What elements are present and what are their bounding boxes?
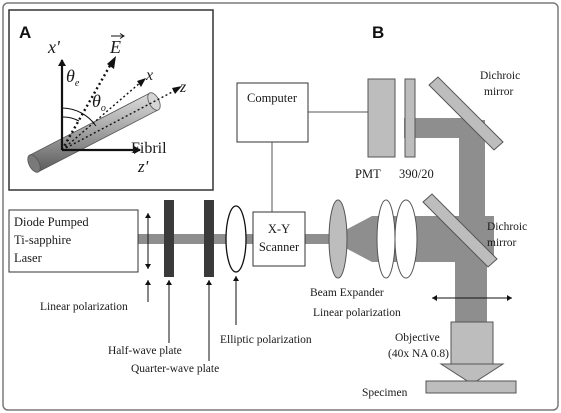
half-wave-label: Half-wave plate	[108, 345, 182, 357]
e-field-label: E	[109, 37, 121, 57]
linear-polarization-left-label: Linear polarization	[40, 301, 128, 313]
e-field-vector	[60, 61, 114, 151]
quarter-wave-label: Quarter-wave plate	[131, 363, 219, 375]
theta-o-arc	[61, 107, 97, 127]
dichroic-top-label-line1: Dichroic	[480, 70, 520, 82]
z-label: z	[179, 79, 187, 96]
computer: Computer	[236, 82, 309, 143]
e-field-overarrow-head	[119, 33, 125, 39]
objective-tip	[439, 363, 505, 385]
z-axis-arrowhead	[172, 86, 182, 94]
objective	[439, 321, 505, 385]
pmt-label: PMT	[355, 167, 381, 181]
pmt	[367, 78, 396, 158]
elliptic-polarization-symbol	[225, 205, 247, 273]
theta-e-label: θe	[66, 66, 80, 89]
computer-label: Computer	[247, 91, 298, 105]
elliptic-polarization-label: Elliptic polarization	[220, 334, 312, 346]
half-wave-plate	[164, 200, 174, 277]
computer-box	[236, 82, 309, 143]
linear-polarization-right-label: Linear polarization	[313, 307, 401, 319]
z-prime-label: z'	[137, 157, 149, 176]
beam-segment-detect	[404, 118, 474, 138]
scanner-label-line1: X-Y	[268, 222, 290, 236]
expander-lens-3	[394, 199, 418, 279]
expander-lens-1	[328, 199, 348, 279]
dichroic-lower-label-line1: Dichroic	[487, 221, 527, 233]
dichroic-top-label-line2: mirror	[484, 86, 514, 98]
inset-panel-a: A x' E x z θe θo Fibril z'	[8, 9, 214, 191]
panel-label-a: A	[19, 23, 31, 42]
dichroic-lower-label-line2: mirror	[487, 237, 517, 249]
laser: Diode Pumped Ti-sapphire Laser	[8, 209, 139, 273]
objective-label-line1: Objective	[395, 332, 440, 344]
theta-e-arc	[61, 116, 80, 122]
x-prime-label: x'	[47, 37, 61, 57]
laser-beam	[138, 118, 494, 324]
x-axis-arrowhead	[137, 78, 146, 87]
specimen-label: Specimen	[362, 387, 408, 399]
dichroic-mirror-lower	[422, 193, 498, 268]
fibril-label: Fibril	[131, 140, 167, 157]
scanner-box	[252, 211, 306, 267]
dichroic-mirror-top	[428, 76, 504, 151]
filter-label: 390/20	[399, 167, 434, 181]
xy-scanner: X-Y Scanner	[252, 211, 306, 267]
panel-label-b: B	[372, 23, 384, 42]
specimen-slab	[425, 380, 517, 394]
laser-label-line1: Diode Pumped	[14, 215, 89, 229]
laser-label-line2: Ti-sapphire	[14, 233, 72, 247]
objective-label-line2: (40x NA 0.8)	[388, 348, 449, 360]
laser-label-line3: Laser	[14, 251, 43, 265]
e-field-arrowhead	[107, 56, 116, 69]
expander-lens-2	[376, 199, 396, 279]
beam-segment-down	[455, 262, 487, 324]
beam-expander-label: Beam Expander	[310, 287, 384, 299]
laser-box	[8, 209, 139, 273]
scanner-label-line2: Scanner	[259, 240, 300, 254]
theta-o-label: θo	[92, 91, 106, 114]
objective-body	[450, 321, 494, 365]
z-axis	[61, 89, 177, 151]
bandpass-filter	[404, 78, 416, 158]
quarter-wave-plate	[204, 200, 214, 277]
x-label: x	[145, 67, 153, 84]
x-axis	[61, 81, 142, 151]
